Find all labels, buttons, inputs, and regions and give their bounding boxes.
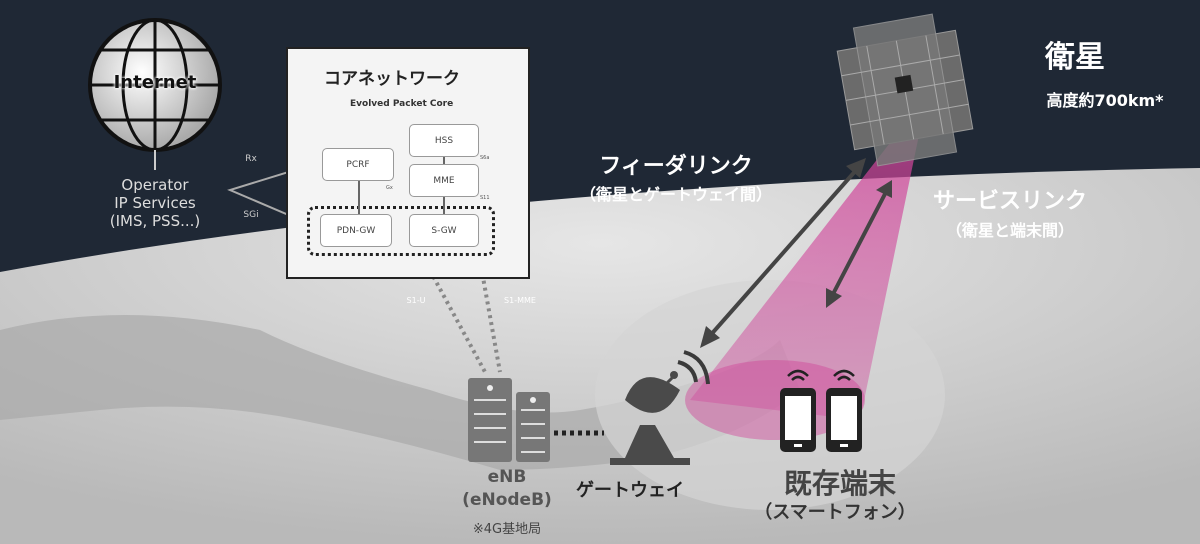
enb-note: ※4G基地局: [472, 522, 542, 537]
enb-full-label: (eNodeB): [462, 490, 552, 510]
services-line: (IMS, PSS...): [109, 212, 201, 230]
service-link-title: サービスリンク: [932, 189, 1088, 214]
feeder-link-title: フィーダリンク: [599, 154, 753, 179]
service-link-subtitle: （衛星と端末間）: [945, 221, 1075, 240]
gateway-label: ゲートウェイ: [576, 480, 684, 501]
satellite-altitude: 高度約700km*: [1046, 91, 1164, 110]
enb-server-icon: [468, 378, 550, 462]
service-link-arrow: [826, 180, 892, 308]
s11-label: S11: [480, 195, 490, 201]
pcrf-node: PCRF: [322, 148, 394, 181]
services-line: Operator: [121, 176, 189, 194]
service-beam: [690, 130, 920, 420]
sgi-label: SGi: [243, 210, 259, 220]
core-network-box: コアネットワーク Evolved Packet Core HSS PCRF MM…: [286, 47, 530, 279]
beam-spot: [685, 360, 865, 440]
core-subtitle: Evolved Packet Core: [350, 99, 454, 109]
s-gw-node: S-GW: [409, 214, 479, 247]
s1mme-label: S1-MME: [504, 296, 536, 305]
landmass: [0, 315, 800, 470]
smartphone-icon: [780, 369, 862, 452]
feeder-link-subtitle: （衛星とゲートウェイ間）: [579, 185, 773, 204]
satellite-icon: [836, 13, 974, 167]
device-label: 既存端末: [783, 467, 897, 500]
gx-label: Gx: [386, 185, 393, 191]
rx-label: Rx: [245, 154, 257, 164]
pdn-gw-node: PDN-GW: [320, 214, 392, 247]
feeder-link-arrow: [700, 158, 866, 348]
epc-gateway-group: [307, 206, 495, 256]
services-line: IP Services: [114, 194, 196, 212]
mme-node: MME: [409, 164, 479, 197]
enb-label: eNB: [487, 467, 527, 487]
operator-services: Operator IP Services (IMS, PSS...): [110, 176, 201, 230]
gateway-dish-icon: [610, 350, 710, 465]
s1u-label: S1-U: [406, 296, 426, 305]
satellite-title: 衛星: [1045, 40, 1105, 75]
hss-node: HSS: [409, 124, 479, 157]
device-sublabel: （スマートフォン）: [754, 502, 916, 523]
core-title: コアネットワーク: [324, 69, 460, 89]
internet-globe-icon: [88, 18, 222, 170]
s6a-label: S6a: [480, 155, 490, 161]
internet-label: Internet: [113, 72, 197, 93]
